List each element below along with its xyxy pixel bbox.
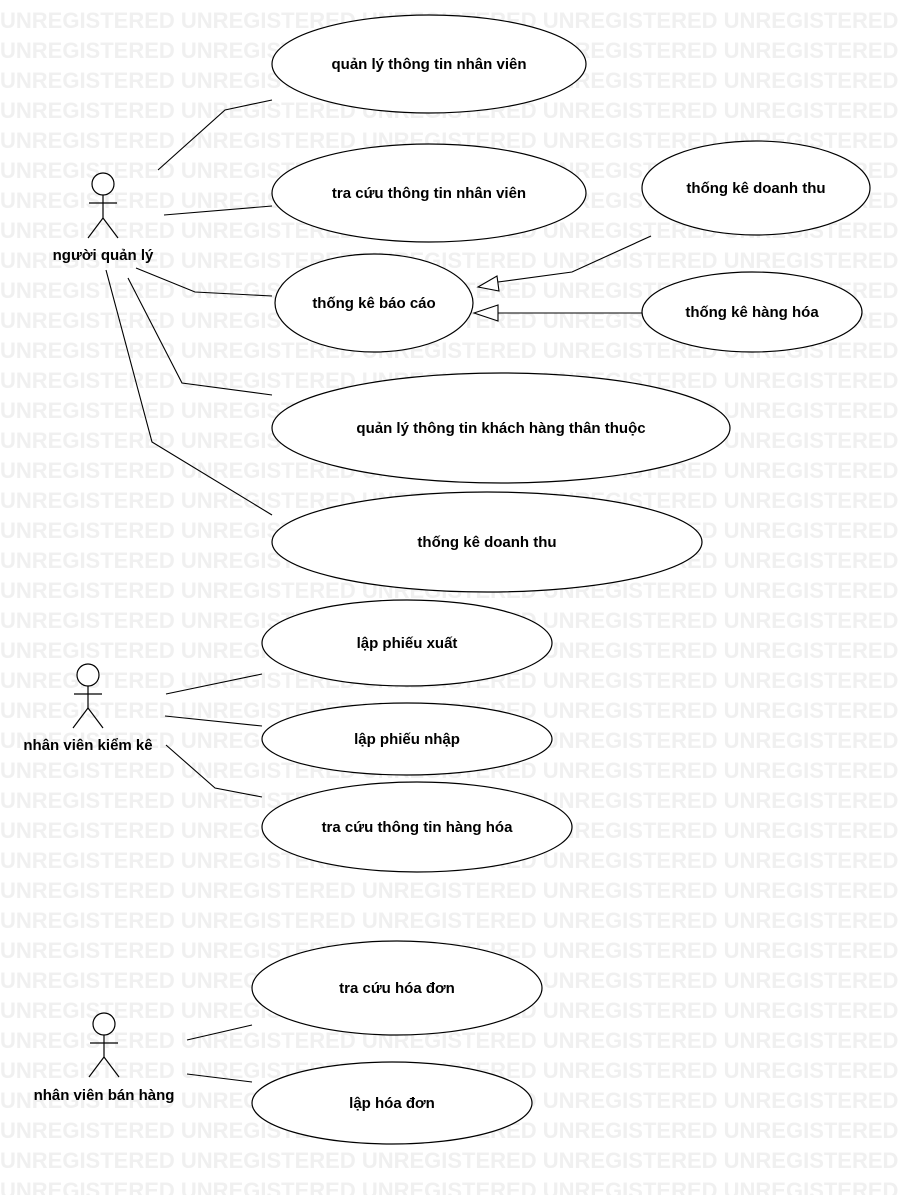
- edges-layer: [105, 99, 652, 1083]
- use-case-label: tra cứu thông tin hàng hóa: [322, 819, 514, 836]
- actor-right-leg: [87, 707, 104, 729]
- actor-head: [92, 1012, 116, 1036]
- actor-left-leg: [87, 217, 104, 239]
- use-case-uc11[interactable]: tra cứu hóa đơn: [251, 940, 543, 1036]
- use-case-label: tra cứu thông tin nhân viên: [332, 185, 526, 202]
- association-inventory-uc8: [165, 673, 263, 695]
- use-case-uc10[interactable]: tra cứu thông tin hàng hóa: [261, 781, 573, 873]
- use-case-uc3[interactable]: thống kê báo cáo: [274, 253, 474, 353]
- association-manager-uc5: [105, 269, 273, 516]
- use-case-uc2[interactable]: tra cứu thông tin nhân viên: [271, 143, 587, 243]
- use-case-uc6[interactable]: thống kê doanh thu: [641, 140, 871, 236]
- actor-right-leg: [103, 1056, 120, 1078]
- actor-sales[interactable]: nhân viên bán hàng: [34, 1012, 175, 1104]
- actor-label-sales: nhân viên bán hàng: [34, 1087, 175, 1104]
- actor-head: [76, 663, 100, 687]
- actor-left-leg: [88, 1056, 105, 1078]
- actor-label-manager: người quản lý: [53, 247, 154, 264]
- association-inventory-uc10: [165, 744, 263, 798]
- actor-left-leg: [72, 707, 89, 729]
- actor-manager[interactable]: người quản lý: [53, 172, 154, 264]
- use-case-label: tra cứu hóa đơn: [339, 980, 455, 997]
- use-case-uc8[interactable]: lập phiếu xuất: [261, 599, 553, 687]
- association-inventory-uc9: [164, 715, 263, 727]
- association-manager-uc1: [157, 99, 273, 171]
- association-sales-uc12: [186, 1073, 253, 1083]
- generalization-arrowhead: [476, 275, 500, 292]
- use-case-label: quản lý thông tin nhân viên: [332, 56, 527, 73]
- use-case-uc12[interactable]: lập hóa đơn: [251, 1061, 533, 1145]
- use-case-label: lập phiếu nhập: [354, 731, 460, 748]
- use-case-label: thống kê hàng hóa: [685, 304, 819, 321]
- use-case-uc9[interactable]: lập phiếu nhập: [261, 702, 553, 776]
- use-case-label: quản lý thông tin khách hàng thân thuộc: [356, 420, 645, 437]
- actor-right-leg: [102, 217, 119, 239]
- use-case-label: thống kê doanh thu: [686, 180, 825, 197]
- use-case-uc4[interactable]: quản lý thông tin khách hàng thân thuộc: [271, 372, 731, 484]
- use-case-label: thống kê doanh thu: [417, 534, 556, 551]
- use-case-label: thống kê báo cáo: [312, 295, 435, 312]
- generalization-arrowhead: [472, 304, 499, 322]
- association-sales-uc11: [186, 1024, 253, 1041]
- association-manager-uc3: [135, 267, 273, 297]
- use-case-uc1[interactable]: quản lý thông tin nhân viên: [271, 14, 587, 114]
- actor-inventory[interactable]: nhân viên kiểm kê: [23, 663, 153, 754]
- association-manager-uc4: [127, 277, 273, 396]
- association-manager-uc2: [163, 205, 273, 216]
- actor-label-inventory: nhân viên kiểm kê: [23, 737, 152, 754]
- actor-head: [91, 172, 115, 196]
- use-case-uc5[interactable]: thống kê doanh thu: [271, 491, 703, 593]
- use-case-label: lập phiếu xuất: [357, 635, 458, 652]
- use-case-uc7[interactable]: thống kê hàng hóa: [641, 271, 863, 353]
- use-case-label: lập hóa đơn: [349, 1095, 435, 1112]
- generalization-uc6-uc3: [497, 235, 652, 283]
